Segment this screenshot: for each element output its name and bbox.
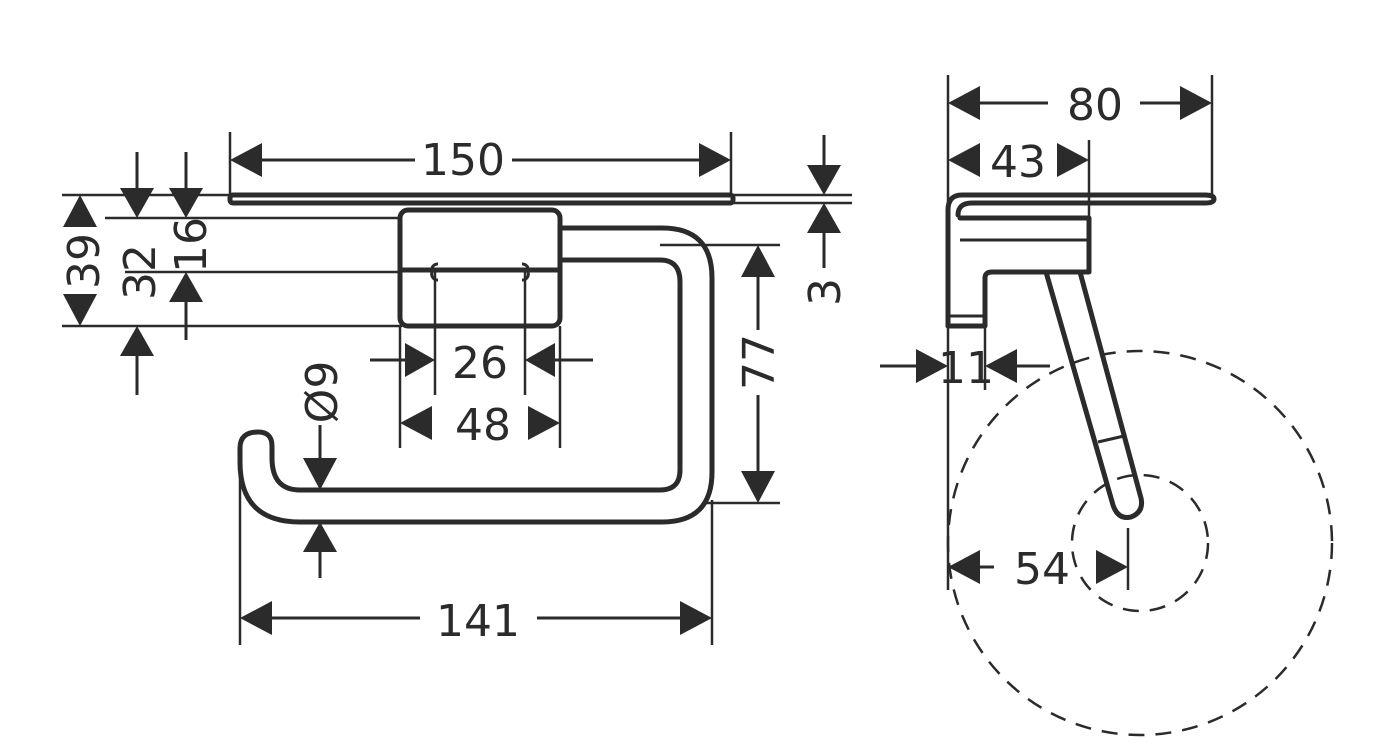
screw-hole-right [521, 262, 530, 282]
dim-height-total: 39 [59, 233, 110, 289]
holder-arm [237, 225, 715, 525]
top-plate [227, 192, 736, 206]
side-view: 80 43 11 54 [880, 75, 1334, 737]
roll-core-outline [1070, 473, 1210, 613]
dim-arm-height: 77 [734, 334, 785, 390]
dim-height-mid: 16 [166, 217, 217, 273]
dim-depth-block: 43 [990, 137, 1046, 188]
paper-roll-outline [946, 349, 1334, 737]
dim-hole-spacing: 26 [452, 338, 508, 389]
dim-plate-thickness: 3 [800, 278, 851, 306]
dim-width-top: 150 [421, 135, 505, 186]
dim-roll-center: 54 [1014, 544, 1070, 595]
side-block [945, 215, 1092, 329]
dim-block-width: 48 [455, 400, 511, 451]
front-view: 150 39 32 16 3 [59, 132, 852, 647]
dim-height-block: 32 [115, 244, 166, 300]
dim-wall-offset: 11 [938, 343, 994, 394]
side-arm [1043, 269, 1144, 520]
screw-hole-left [430, 262, 439, 282]
side-top-plate [945, 192, 1217, 329]
dim-arm-length: 141 [436, 596, 520, 647]
dim-rod-diameter: Ø9 [297, 361, 348, 424]
dim-depth-total: 80 [1067, 80, 1123, 131]
